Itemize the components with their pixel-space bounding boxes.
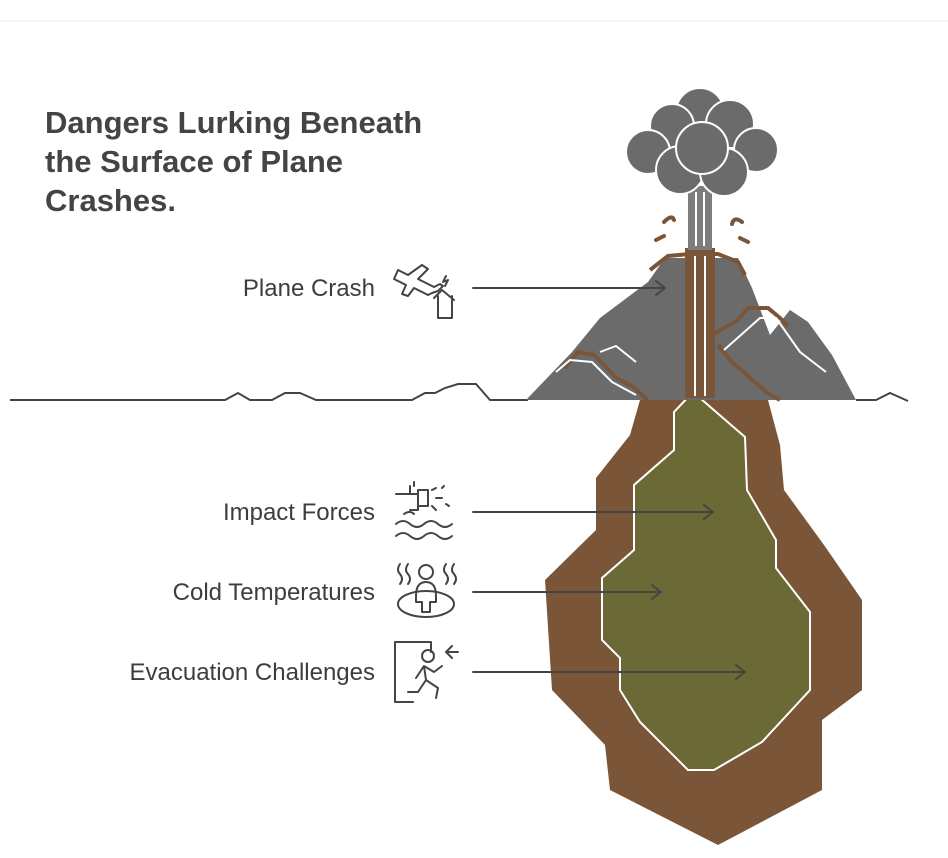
mountain-highlight-right [723,317,827,373]
ground-line [10,383,528,401]
label-cold-temperatures: Cold Temperatures [172,579,375,606]
lava-streak-right [711,306,790,337]
lava-flow-right [716,343,781,402]
ash-cloud [625,87,779,197]
eruption-column [688,186,712,250]
label-plane-crash: Plane Crash [242,275,375,302]
ground-line-right [856,391,909,402]
mountain-highlight-left [555,358,637,396]
lava-splatter [654,215,750,244]
lava-streak-left [563,349,650,402]
plane-crash-icon [393,264,455,319]
running-exit-icon [394,641,459,703]
volcano-vent [685,248,715,398]
mountain-highlight-center [599,344,637,363]
label-evacuation-challenges: Evacuation Challenges [129,659,376,686]
impact-water-icon [395,481,453,540]
cold-person-icon [397,563,457,618]
diagram-title: Dangers Lurking Beneath the Surface of P… [45,105,423,218]
label-impact-forces: Impact Forces [222,499,375,526]
arrows [472,280,746,680]
magma-core [601,390,811,771]
